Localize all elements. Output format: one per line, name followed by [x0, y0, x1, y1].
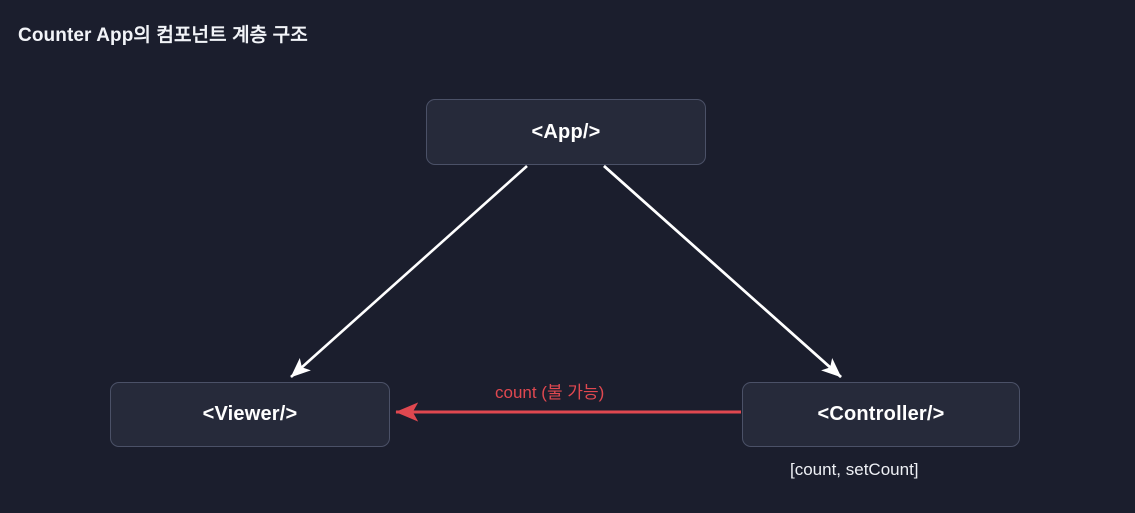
annotation-controller-state: [count, setCount] [790, 460, 919, 479]
page-title: Counter App의 컴포넌트 계층 구조 [18, 25, 308, 46]
edge-label-count: count (불 가능) [495, 383, 605, 402]
edge-app-to-controller-arrow [603, 165, 842, 378]
node-controller[interactable]: <Controller/> [742, 382, 1020, 447]
node-app[interactable]: <App/> [426, 99, 706, 165]
edge-app-to-controller [603, 165, 842, 378]
edge-app-to-viewer [290, 165, 528, 378]
node-viewer[interactable]: <Viewer/> [110, 382, 390, 447]
